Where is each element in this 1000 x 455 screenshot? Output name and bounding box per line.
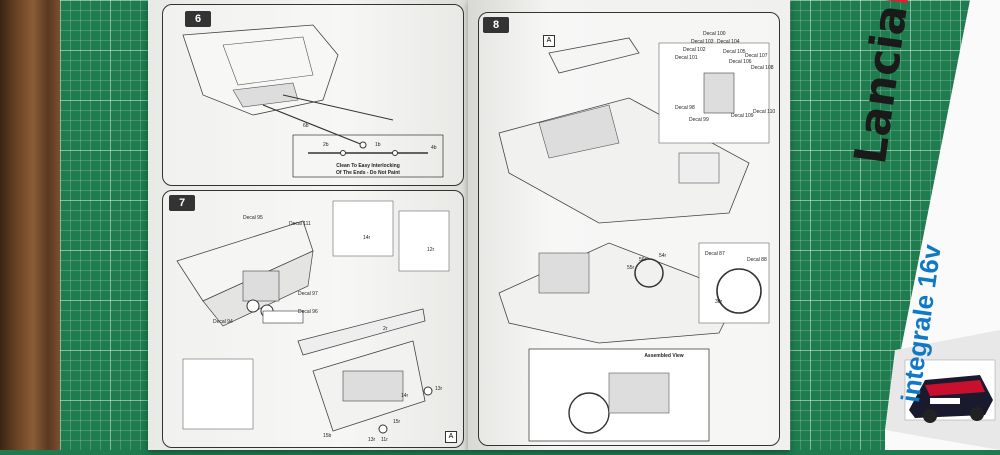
decal-87: Decal 87 [705, 251, 725, 257]
decal-103: Decal 103 [691, 39, 714, 45]
part-13r: 13r [435, 386, 443, 392]
box-art-booklet: LanciaDeltaHF integrale 16v [845, 0, 1000, 450]
instruction-page-right: 8 A Decal 100 Decal 103 Decal 104 Decal … [468, 0, 790, 450]
step-7-panel: 7 Decal 95 Decal 111 Decal 97 Decal 96 D… [162, 190, 464, 448]
decal-98: Decal 98 [675, 105, 695, 111]
part-12r-a: 12r [427, 247, 435, 253]
step-8-badge: 8 [483, 17, 509, 33]
step-6-panel: 6 6b 2b 1b 4b Clean To Easy Interlocking… [162, 4, 464, 186]
decal-95: Decal 95 [243, 215, 263, 221]
decal-111: Decal 111 [289, 221, 311, 227]
decal-99: Decal 99 [689, 117, 709, 123]
decal-101: Decal 101 [675, 55, 698, 61]
decal-97: Decal 97 [298, 291, 318, 297]
part-2r: 2r [383, 326, 388, 332]
decal-94: Decal 94 [213, 319, 233, 325]
label-a-right: A [543, 35, 555, 47]
step-6-badge: 6 [185, 11, 211, 27]
step-8-panel: 8 A Decal 100 Decal 103 Decal 104 Decal … [478, 12, 780, 446]
part-label-2b: 2b [323, 142, 329, 148]
decal-108: Decal 108 [751, 65, 774, 71]
step-8-diagram [498, 37, 770, 442]
decal-102: Decal 102 [683, 47, 706, 53]
decal-96: Decal 96 [298, 309, 318, 315]
decal-107: Decal 107 [745, 53, 768, 59]
part-54r: 54r [659, 253, 667, 259]
decal-104: Decal 104 [717, 39, 740, 45]
step-7-badge: 7 [169, 195, 195, 211]
part-13r-b: 13r [368, 437, 376, 443]
decal-109: Decal 109 [731, 113, 754, 119]
part-label-1b: 1b [375, 142, 381, 148]
step-6-diagram [182, 24, 444, 178]
part-14r-b: 14r [401, 393, 409, 399]
step-7-diagram [176, 200, 450, 434]
decal-106: Decal 106 [729, 59, 752, 65]
part-30r: 30r [715, 299, 723, 305]
wooden-table-edge [0, 0, 60, 450]
decal-105: Decal 105 [723, 49, 746, 55]
assembled-view-label: Assembled View [644, 353, 684, 359]
instruction-page-left: 6 6b 2b 1b 4b Clean To Easy Interlocking… [148, 0, 468, 450]
note-line-1: Clean To Easy Interlocking [336, 163, 400, 169]
part-label-4b: 4b [431, 145, 437, 151]
part-14r: 14r [363, 235, 371, 241]
booklet-cover [885, 0, 1000, 450]
part-15b: 15b [323, 433, 332, 439]
part-15r: 15r [393, 419, 401, 425]
note-line-2: Of The Ends - Do Not Paint [336, 170, 400, 176]
label-a-left: A [445, 431, 457, 443]
part-56r: 56r [639, 257, 647, 263]
part-55r: 55r [627, 265, 635, 271]
decal-100: Decal 100 [703, 31, 726, 37]
decal-110: Decal 110 [753, 109, 776, 115]
part-label-6b: 6b [303, 123, 309, 129]
decal-88: Decal 88 [747, 257, 767, 263]
part-11r: 11r [381, 437, 388, 443]
